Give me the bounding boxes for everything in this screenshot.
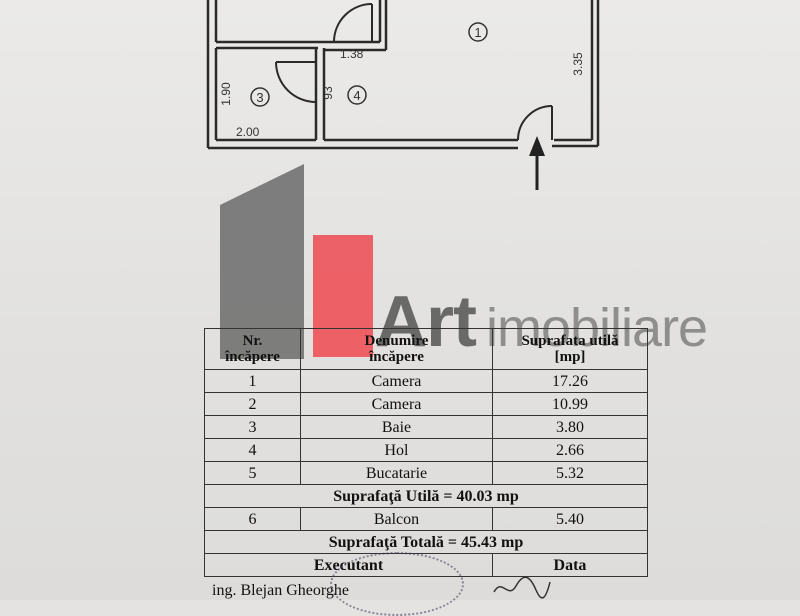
dim-bath-width: 2.00 [236,125,260,139]
table-row: 6 Balcon 5.40 [204,507,648,531]
table-row: 3 Baie 3.80 [204,415,648,439]
table-row: 5 Bucatarie 5.32 [204,461,648,485]
room-marker-4 [347,85,367,105]
room-number-1: 1 [474,25,481,40]
dim-hall-width: 1.38 [340,47,364,61]
signature-scribble [493,576,551,599]
dim-bath-height: 1.90 [219,82,233,106]
stamp-seal [330,552,464,616]
floor-plan: 1 3 4 1.38 3.35 1.90 2.00 93 [206,0,600,190]
room-number-3: 3 [256,90,263,105]
dim-hall-partial: 93 [321,86,335,100]
table-row: 1 Camera 17.26 [204,369,648,393]
room-marker-1 [468,22,488,42]
entrance-arrow-icon [529,136,545,190]
table-row: 4 Hol 2.66 [204,438,648,462]
table-row: 2 Camera 10.99 [204,392,648,416]
header-suprafata: Suprafata utilă[mp] [492,328,648,370]
dim-room1-height: 3.35 [571,52,585,76]
header-nr: Nr.încăpere [204,328,301,370]
room-marker-3 [250,87,270,107]
grand-total-row: Suprafaţă Totală = 45.43 mp [204,530,648,554]
signer-name: ing. Blejan Gheorghe [212,582,350,599]
plan-doors [275,3,553,141]
plan-walls [206,0,600,150]
room-number-4: 4 [353,88,360,103]
useful-total-row: Suprafaţă Utilă = 40.03 mp [204,484,648,508]
